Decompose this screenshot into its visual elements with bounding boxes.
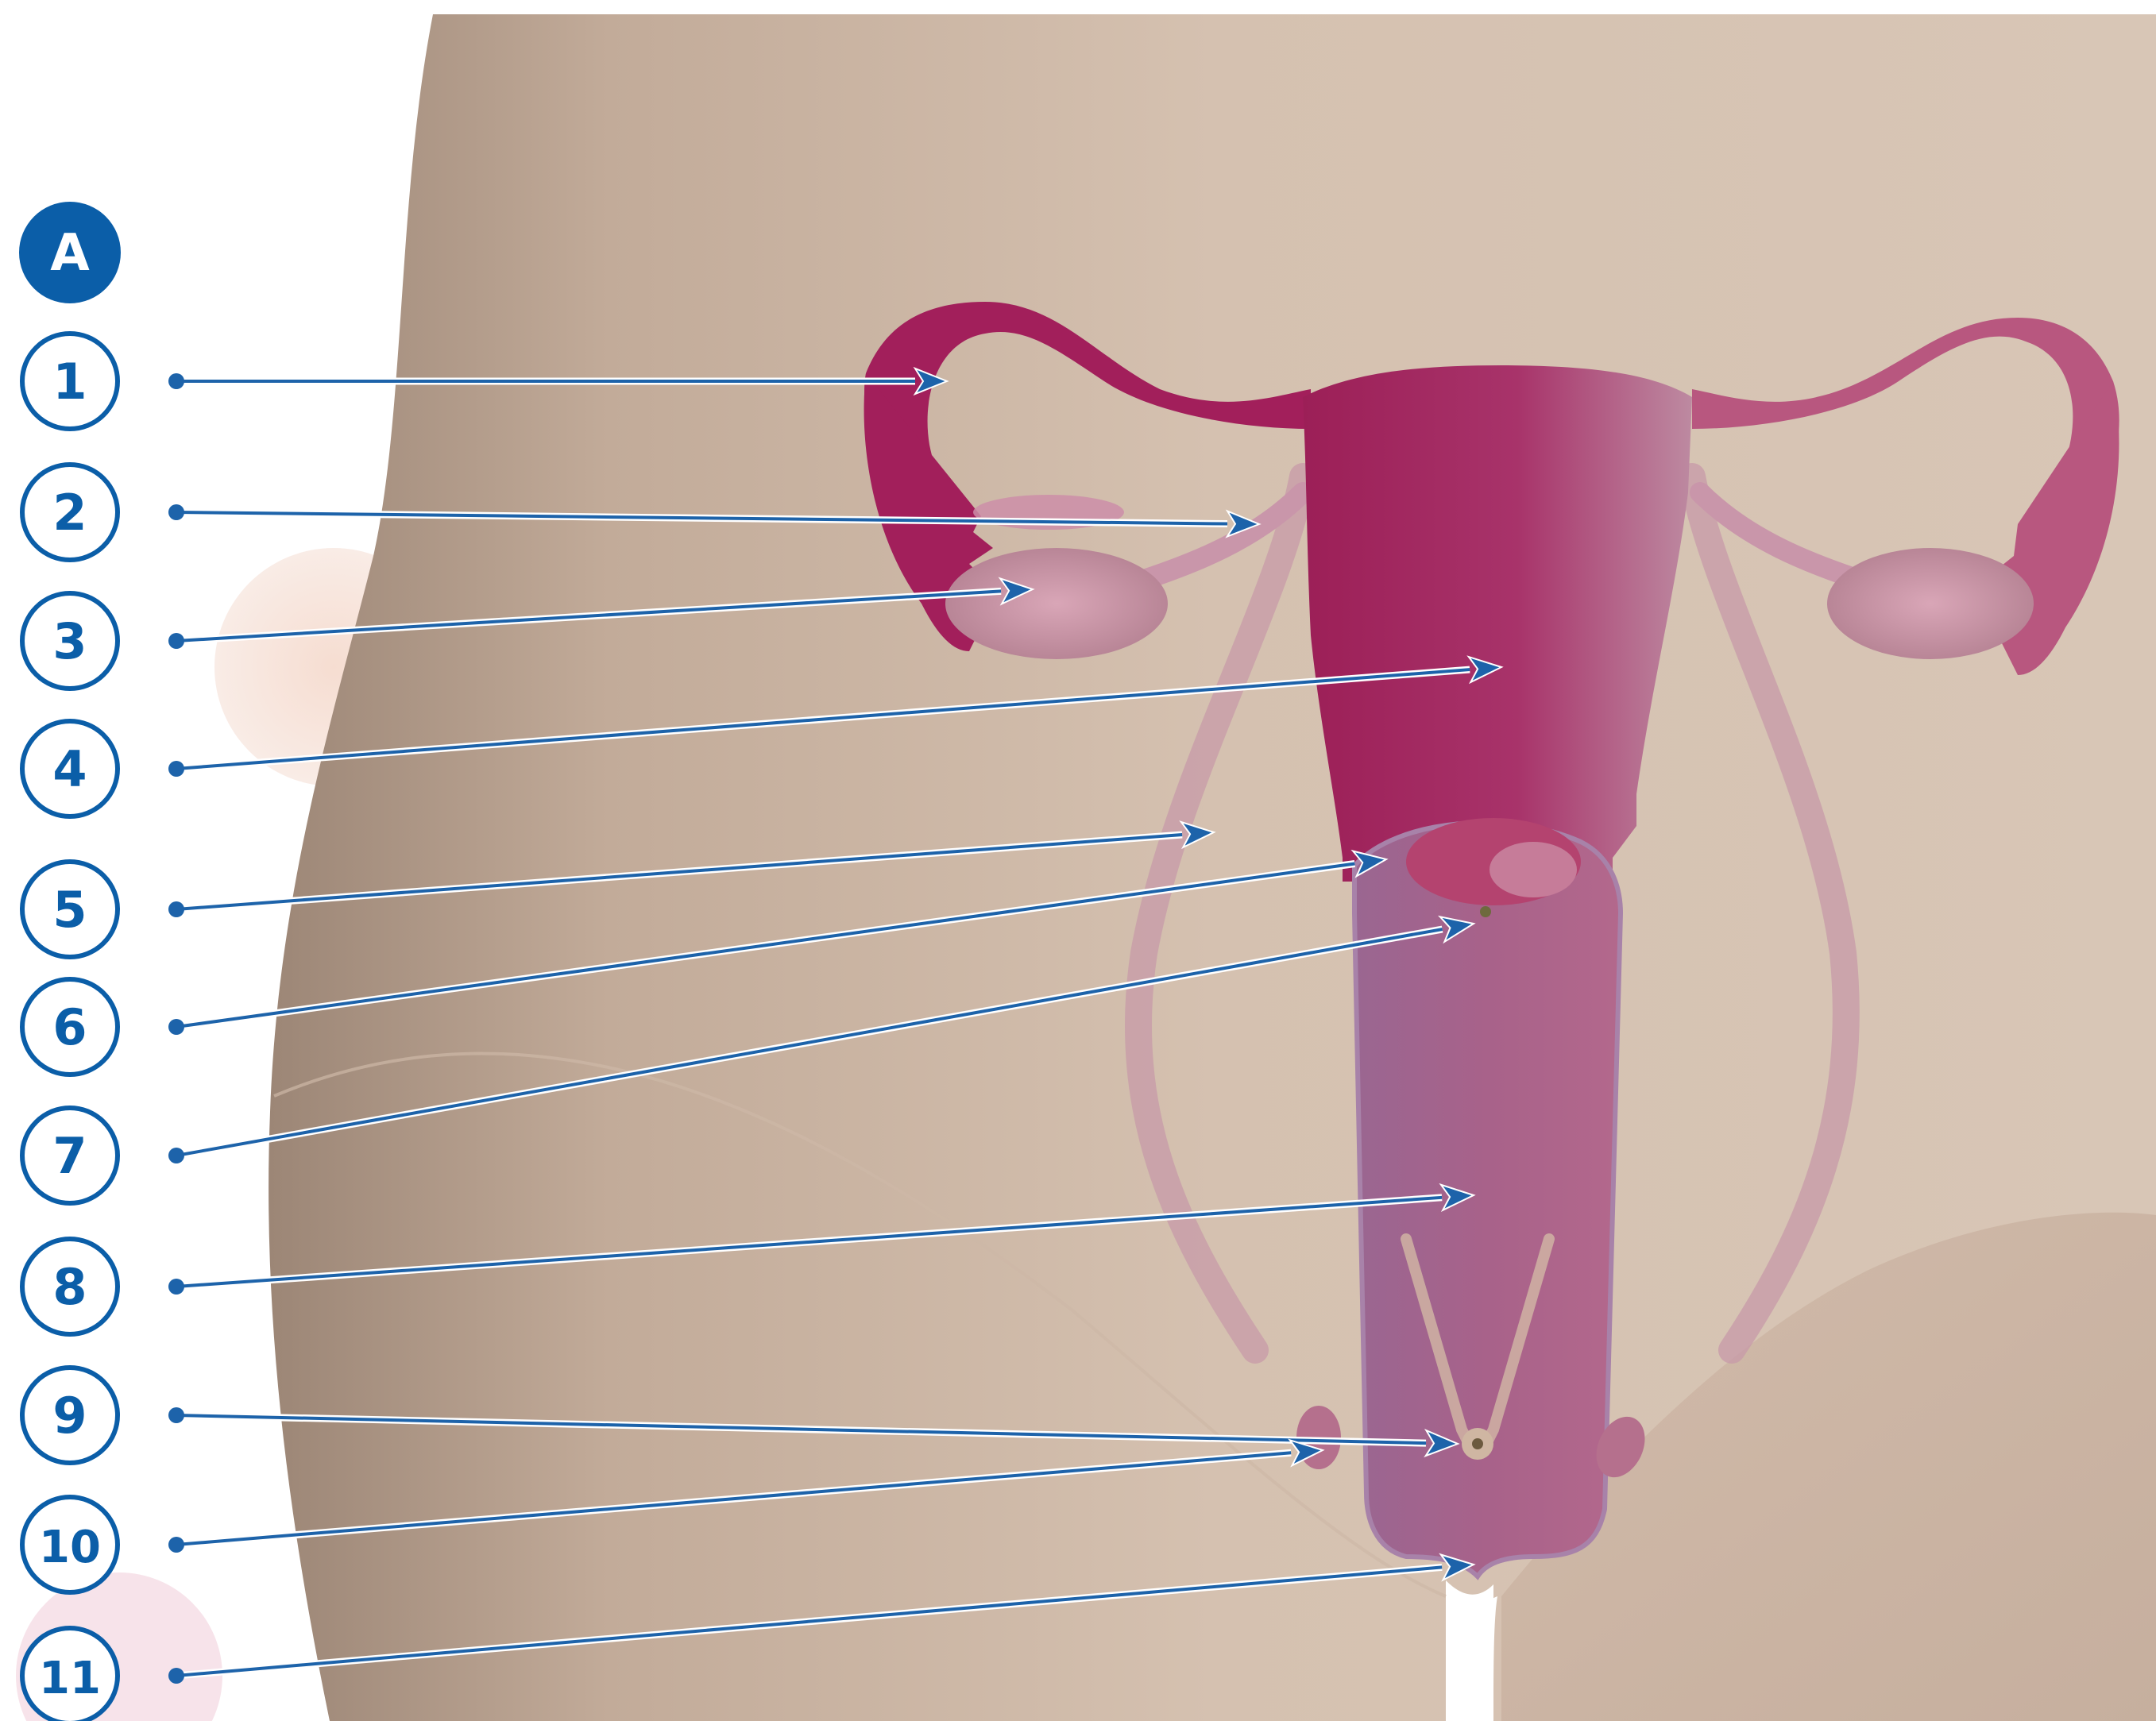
badge-header: A [19, 202, 121, 303]
left-ovary [945, 548, 1168, 659]
leader-dot-5 [168, 901, 184, 917]
badge-label-8: 8 [52, 1258, 87, 1316]
leader-dot-2 [168, 504, 184, 520]
badge-label-10: 10 [39, 1522, 101, 1573]
badge-header-label: A [50, 224, 90, 283]
leader-dot-10 [168, 1537, 184, 1553]
leader-dot-6 [168, 1019, 184, 1035]
leader-dot-8 [168, 1279, 184, 1295]
badge-label-1: 1 [52, 353, 87, 411]
leg-gap [1446, 1580, 1493, 1721]
cervix-highlight [1489, 842, 1577, 897]
badge-label-3: 3 [52, 612, 87, 670]
badge-label-5: 5 [52, 881, 87, 939]
uterus [1303, 365, 1692, 882]
leader-dot-9 [168, 1407, 184, 1423]
leader-dot-3 [168, 633, 184, 649]
external-os [1480, 906, 1491, 917]
badge-label-6: 6 [52, 998, 87, 1056]
badge-label-7: 7 [52, 1127, 87, 1185]
badge-label-11: 11 [39, 1653, 101, 1704]
urethral-opening-center [1472, 1438, 1483, 1449]
badge-label-9: 9 [52, 1387, 87, 1445]
leader-dot-11 [168, 1668, 184, 1684]
leader-dot-1 [168, 373, 184, 389]
right-ovary [1827, 548, 2034, 659]
badge-label-4: 4 [52, 740, 87, 798]
leader-dot-7 [168, 1148, 184, 1163]
badge-label-2: 2 [52, 484, 87, 542]
leader-dot-4 [168, 761, 184, 777]
